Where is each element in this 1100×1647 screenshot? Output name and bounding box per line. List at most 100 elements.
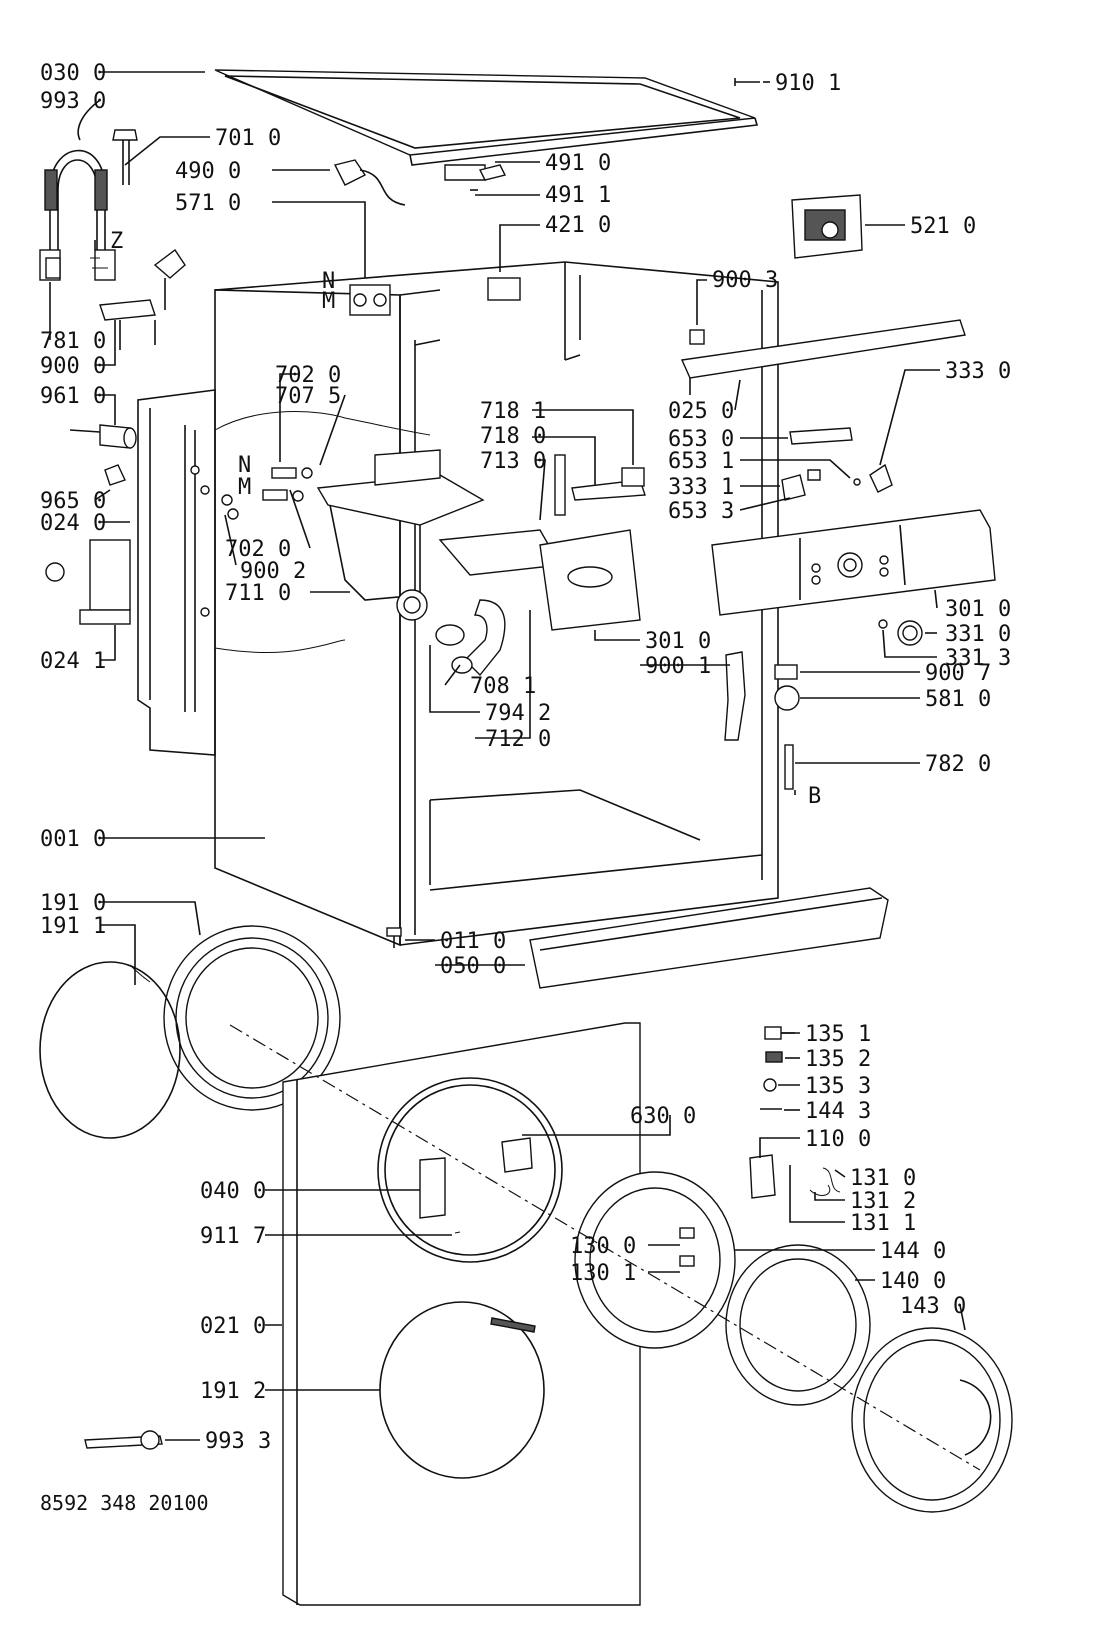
label-333-0: 333 0	[945, 359, 1011, 384]
outer-door	[851, 1327, 1013, 1513]
drain-hose	[435, 599, 506, 677]
label-024-1: 024 1	[40, 649, 106, 674]
label-144-3: 144 3	[805, 1099, 871, 1124]
door-hinge	[749, 1154, 841, 1199]
part-333-1	[781, 469, 821, 501]
label-910-1: 910 1	[775, 71, 841, 96]
label-131-1: 131 1	[850, 1211, 916, 1236]
door-ring	[574, 1171, 736, 1349]
label-110-0: 110 0	[805, 1127, 871, 1152]
label-331-0: 331 0	[945, 622, 1011, 647]
label-707-5: 707 5	[275, 384, 341, 409]
label-490-0: 490 0	[175, 159, 241, 184]
part-900-7	[774, 664, 798, 680]
label-n-valve: N	[322, 269, 335, 294]
part-653-0	[789, 427, 853, 445]
door-seal	[39, 925, 341, 1139]
label-331-3: 331 3	[945, 646, 1011, 671]
top-panel	[214, 69, 759, 166]
hardware-screws	[760, 1026, 795, 1110]
label-961-0: 961 0	[40, 384, 106, 409]
label-b: B	[808, 784, 821, 809]
label-301-0-panel: 301 0	[945, 597, 1011, 622]
label-040-0: 040 0	[200, 1179, 266, 1204]
valve	[349, 284, 391, 316]
back-panel	[137, 389, 216, 756]
label-191-0: 191 0	[40, 891, 106, 916]
label-581-0: 581 0	[925, 687, 991, 712]
part-900-3	[689, 329, 705, 345]
foot-011	[386, 927, 402, 948]
label-025-0: 025 0	[668, 399, 734, 424]
detergent-drawer	[438, 529, 641, 631]
label-n-inlet: N	[238, 453, 251, 478]
label-143-0: 143 0	[900, 1294, 966, 1319]
label-191-1: 191 1	[40, 914, 106, 939]
front-panel	[282, 1022, 641, 1606]
part-024-1	[45, 539, 131, 625]
control-panel	[711, 509, 996, 616]
label-718-0: 718 0	[480, 424, 546, 449]
label-z: Z	[110, 229, 123, 254]
label-993-0: 993 0	[40, 89, 106, 114]
label-135-2: 135 2	[805, 1047, 871, 1072]
dispenser-housing	[316, 449, 485, 621]
top-rail	[680, 319, 966, 395]
label-021-0: 021 0	[200, 1314, 266, 1339]
label-900-7: 900 7	[925, 661, 991, 686]
label-301-0-drawer: 301 0	[645, 629, 711, 654]
drawer-insert	[554, 454, 646, 516]
label-131-2: 131 2	[850, 1189, 916, 1214]
label-491-0: 491 0	[545, 151, 611, 176]
label-191-2: 191 2	[200, 1379, 266, 1404]
label-653-0: 653 0	[668, 427, 734, 452]
part-333-0	[853, 463, 893, 493]
label-711-0: 711 0	[225, 581, 291, 606]
label-708-1: 708 1	[470, 674, 536, 699]
label-713-0: 713 0	[480, 449, 546, 474]
label-m-valve: M	[322, 289, 335, 314]
control-board	[791, 194, 863, 259]
label-521-0: 521 0	[910, 214, 976, 239]
power-cord	[333, 159, 507, 206]
label-333-1: 333 1	[668, 475, 734, 500]
label-702-0-top: 702 0	[275, 363, 341, 388]
door-glass	[725, 1244, 871, 1406]
label-131-0: 131 0	[850, 1166, 916, 1191]
label-130-0: 130 0	[570, 1234, 636, 1259]
label-712-0: 712 0	[485, 727, 551, 752]
label-702-0-bottom: 702 0	[225, 537, 291, 562]
label-911-7: 911 7	[200, 1224, 266, 1249]
label-050-0: 050 0	[440, 954, 506, 979]
leader-lines	[49, 71, 966, 1441]
label-782-0: 782 0	[925, 752, 991, 777]
label-024-0: 024 0	[40, 511, 106, 536]
part-961	[69, 424, 137, 449]
inlet-connectors	[221, 467, 313, 520]
label-900-3: 900 3	[712, 268, 778, 293]
plinth	[529, 887, 889, 989]
label-130-1: 130 1	[570, 1261, 636, 1286]
label-630-0: 630 0	[630, 1104, 696, 1129]
label-140-0: 140 0	[880, 1269, 946, 1294]
label-135-1: 135 1	[805, 1022, 871, 1047]
label-011-0: 011 0	[440, 929, 506, 954]
part-965	[104, 464, 126, 486]
service-tool	[84, 1430, 163, 1450]
label-718-1: 718 1	[480, 399, 546, 424]
part-900-1	[724, 651, 746, 741]
part-421	[487, 277, 521, 301]
part-labels: 030 0 993 0 701 0 490 0 571 0 491 0 491 …	[40, 61, 1011, 1515]
part-782	[784, 744, 794, 790]
label-491-1: 491 1	[545, 183, 611, 208]
label-421-0: 421 0	[545, 213, 611, 238]
label-701-0: 701 0	[215, 126, 281, 151]
hose-assembly	[39, 129, 186, 350]
label-794-2: 794 2	[485, 701, 551, 726]
label-144-0: 144 0	[880, 1239, 946, 1264]
label-653-1: 653 1	[668, 449, 734, 474]
label-900-0: 900 0	[40, 354, 106, 379]
label-030-0: 030 0	[40, 61, 106, 86]
label-001-0: 001 0	[40, 827, 106, 852]
